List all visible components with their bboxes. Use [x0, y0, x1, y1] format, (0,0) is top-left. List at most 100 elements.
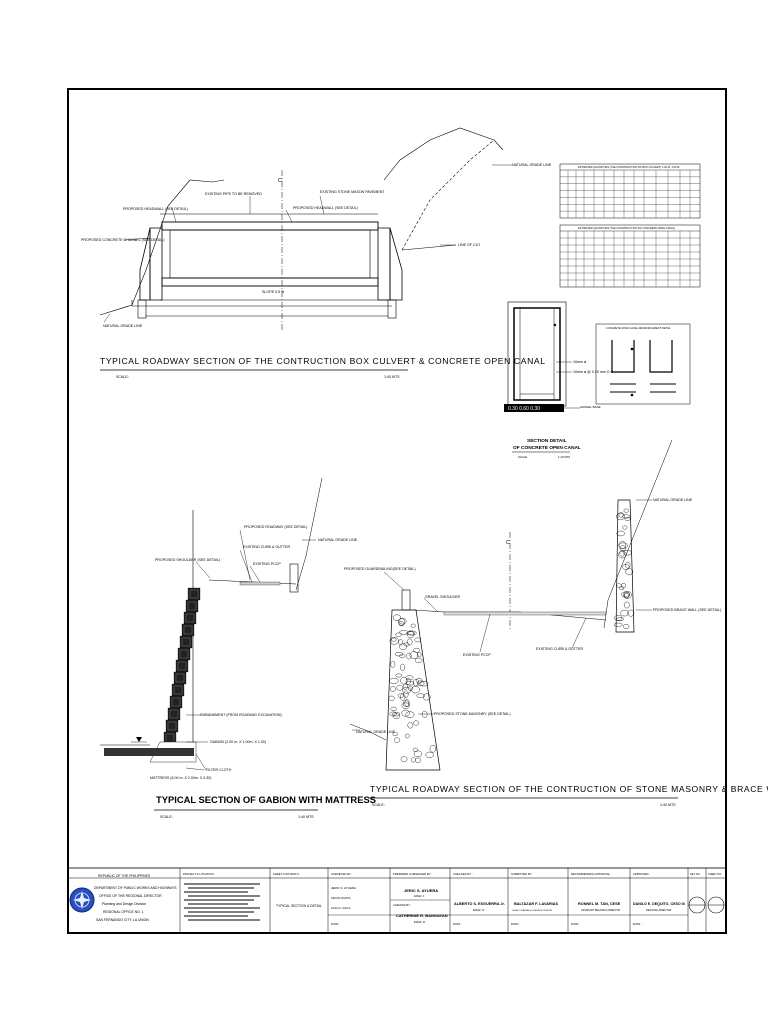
stone — [395, 632, 402, 637]
stone — [618, 542, 628, 549]
stone — [627, 609, 635, 617]
canal-title-1: SECTION DETAIL — [527, 438, 567, 444]
box-culvert-title: TYPICAL ROADWAY SECTION OF THE CONTRUCTI… — [100, 356, 546, 366]
recommending-header: RECOMMENDING APPROVAL : — [571, 872, 612, 876]
gabion-scale-value: 1:40 MTS — [298, 815, 314, 819]
masonry-scale-label: SCALE: — [372, 803, 385, 807]
stone — [408, 686, 414, 691]
stone — [622, 550, 632, 556]
agency-line-6: SAN FERNANDO CITY, LA UNION — [96, 918, 149, 922]
stone — [623, 591, 632, 599]
project-location-header: PROJECT & LOCATION : — [183, 872, 215, 876]
agency-line-3: OFFICE OF THE REGIONAL DIRECTOR — [99, 894, 162, 898]
canal-title-2: OF CONCRETE OPEN CANAL — [513, 445, 581, 451]
gabion-callout-shoulder: PROPOSED SHOULDER (SEE DETAIL) — [155, 558, 220, 562]
stone — [395, 673, 402, 678]
stone — [616, 512, 626, 521]
stone — [613, 622, 623, 627]
sheet-contents-value: TYPICAL SECTION & DETAIL — [276, 904, 322, 908]
stone — [624, 517, 631, 521]
svg-text:C: C — [506, 540, 510, 546]
stone — [616, 617, 625, 622]
stone — [390, 706, 397, 711]
canal-label-3: GRAVEL BASE — [580, 405, 601, 409]
stone — [411, 686, 420, 694]
gabion-block-mesh — [179, 649, 189, 659]
callout-proposed-headwall-left: PROPOSED HEADWALL (SEE DETAIL) — [123, 207, 188, 211]
stone — [406, 630, 415, 639]
stone — [414, 637, 422, 643]
stone — [422, 693, 431, 701]
stone — [622, 514, 631, 519]
stone — [416, 693, 426, 698]
stone — [400, 663, 405, 672]
prepared-role: ENGR. II — [414, 894, 425, 898]
stone — [410, 623, 416, 628]
stone — [401, 709, 410, 717]
quantity-table-2: ESTIMATED QUANTITIES (THE CONSTRUCTION O… — [559, 224, 701, 288]
stone — [405, 711, 415, 718]
stone — [404, 699, 410, 707]
masonry-callout-stone-masonry: PROPOSED STONE MASONRY (SEE DETAIL) — [434, 712, 511, 716]
recommending-name: RONNEL M. TAN, CESE — [578, 902, 621, 906]
stone — [413, 750, 423, 758]
gabion-callout-mattress: MATTRESS (6.00 m. X 2.00m. X 0.30) — [150, 776, 211, 780]
dpwh-logo — [69, 887, 95, 913]
agency-line-2: DEPARTMENT OF PUBLIC WORKS AND HIGHWAYS — [94, 886, 177, 890]
surveyor-1: JERIC S. AYUERA — [331, 886, 356, 890]
gabion-callout-gabion-box: GABION (2.00 m. X 1.00m. X 1.00) — [210, 740, 266, 744]
gabion-callout-natural-grade: NATURAL GRADE LINE — [318, 538, 358, 542]
submitted-name: BALTAZAR F. LAVARIAS — [514, 902, 558, 906]
gabion-callout-existing-pccp: EXISTING PCCP — [253, 562, 281, 566]
stone — [614, 614, 623, 621]
masonry-callout-existing-pccp: EXISTING PCCP — [463, 653, 491, 657]
stone — [411, 757, 416, 763]
gabion-block-mesh — [169, 709, 179, 719]
stone — [414, 757, 422, 763]
agency-line-1: REPUBLIC OF THE PHILIPPINES — [98, 874, 151, 878]
stone — [392, 732, 398, 736]
box-culvert-section: C NATURAL GRADE LINE LINE OF CUT NATURAL… — [81, 127, 552, 379]
checker-role: ENGR. III — [414, 920, 425, 924]
canal-scale-value: 1:20 MTS — [558, 455, 570, 459]
stone — [404, 733, 410, 739]
stone — [393, 737, 401, 743]
stone — [397, 693, 404, 698]
stone — [401, 702, 410, 709]
stone — [625, 561, 631, 569]
prepared-name: JERIC S. AYUERA — [404, 888, 438, 893]
masonry-callout-brace-wall: PROPOSED BRACE WALL (SEE DETAIL) — [653, 608, 721, 612]
stone — [406, 638, 413, 646]
prepared-checked-label: CHECKED BY : — [393, 903, 412, 907]
canal-label-1: 10mm ø — [573, 360, 587, 364]
masonry-scale-value: 1:40 MTS — [660, 803, 676, 807]
callout-natural-grade-top: NATURAL GRADE LINE — [512, 163, 552, 167]
masonry-callout-guardrailing: PROPOSED GUARDRAILING(SEE DETAIL) — [344, 567, 416, 571]
stone — [398, 618, 406, 626]
stone — [389, 637, 399, 645]
stone — [623, 508, 629, 513]
recommending-role: ASSISTANT REGIONAL DIRECTOR — [581, 909, 620, 912]
agency-line-4: Planning and Design Division — [102, 902, 146, 906]
stone — [415, 678, 423, 684]
masonry-title: TYPICAL ROADWAY SECTION OF THE CONTRUCTI… — [370, 784, 768, 794]
masonry-callout-natural-grade-right: NATURAL GRADE LINE — [653, 498, 693, 502]
stone — [400, 677, 408, 685]
stone — [409, 651, 419, 659]
gabion-callout-curb-gutter: EXISTING CURB & GUTTER — [243, 545, 291, 549]
gabion-block-mesh — [189, 589, 199, 599]
stone — [619, 550, 625, 557]
approved-header: APPROVED : — [633, 872, 650, 876]
stone — [391, 637, 397, 642]
recommending-date: DATE : — [571, 922, 580, 926]
box-culvert-scale-label: SCALE: — [116, 375, 129, 379]
masonry-callout-existing-curb: EXISTING CURB & GUTTER — [536, 647, 584, 651]
canal-inset-title: CONCRETE OPEN CANAL REINFORCEMENT DETAIL — [606, 326, 671, 330]
sheet-no-header: SHEET NO. — [708, 872, 722, 876]
stone — [392, 712, 401, 717]
approved-date: DATE : — [633, 922, 642, 926]
gabion-block-mesh — [167, 721, 177, 731]
stone — [419, 681, 429, 687]
stone — [390, 660, 396, 668]
